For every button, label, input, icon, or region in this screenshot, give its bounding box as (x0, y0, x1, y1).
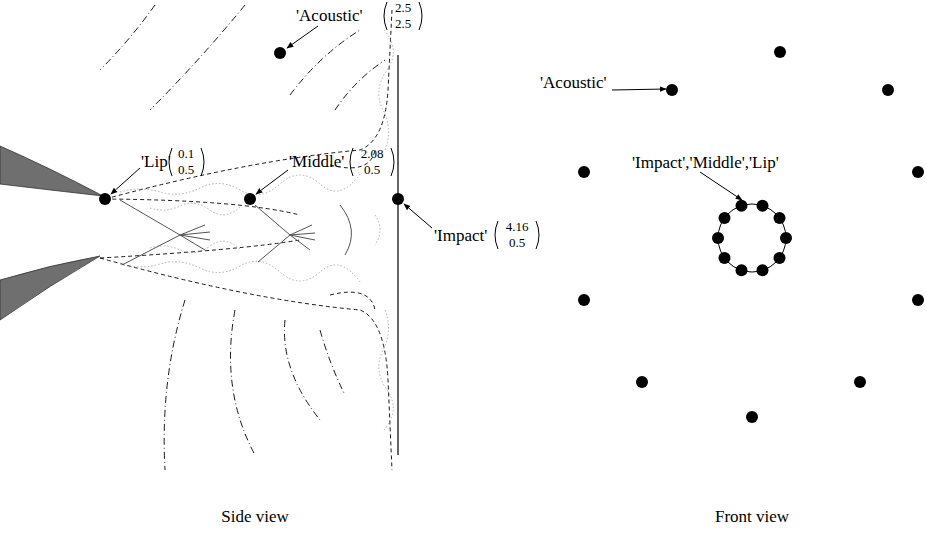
shock-cell (120, 200, 351, 265)
ring-probe-dot (736, 200, 748, 212)
probe-name: 'Acoustic' (296, 7, 363, 24)
ring-probe-dot (774, 252, 786, 264)
ring-probe-dot (736, 264, 748, 276)
ring-probe-dot (757, 264, 769, 276)
matrix-bracket (169, 2, 539, 249)
view-caption: Side view (221, 508, 289, 525)
nozzle-lip (0, 256, 100, 320)
acoustic-waves (100, 5, 385, 470)
coordinate: 0.5 (178, 163, 194, 176)
probe-name: 'Impact','Middle','Lip' (632, 154, 779, 171)
coordinate: 2.5 (395, 1, 411, 14)
leader-arrow (111, 26, 742, 228)
coordinate: 0.5 (364, 163, 380, 176)
probe-ring (718, 204, 786, 272)
coordinate: 0.1 (178, 147, 194, 160)
probe-name: 'Acoustic' (540, 74, 607, 91)
coordinate: 4.16 (506, 220, 529, 233)
nozzle-lip (0, 146, 103, 196)
ring-probe-dot (774, 212, 786, 224)
ring-probe-dot (719, 212, 731, 224)
coordinate: 0.5 (509, 236, 525, 249)
ring-probe-dot (780, 232, 792, 244)
probe-name: 'Impact' (434, 227, 487, 244)
probe-name: 'Lip' (141, 153, 171, 170)
impingement-plate (397, 55, 398, 455)
ring-probe-dot (712, 232, 724, 244)
jet-boundary (100, 10, 392, 470)
probe-dot (99, 47, 404, 205)
probe-name: 'Middle' (289, 153, 344, 170)
ring-probe-dot (719, 252, 731, 264)
acoustic-probe-dot (578, 46, 924, 423)
ring-probe-dot (712, 200, 792, 277)
coordinate: 2.08 (361, 147, 384, 160)
ring-probe-dot (757, 200, 769, 212)
coordinate: 2.5 (395, 17, 411, 30)
turbulence (120, 30, 393, 430)
view-caption: Front view (715, 508, 789, 525)
